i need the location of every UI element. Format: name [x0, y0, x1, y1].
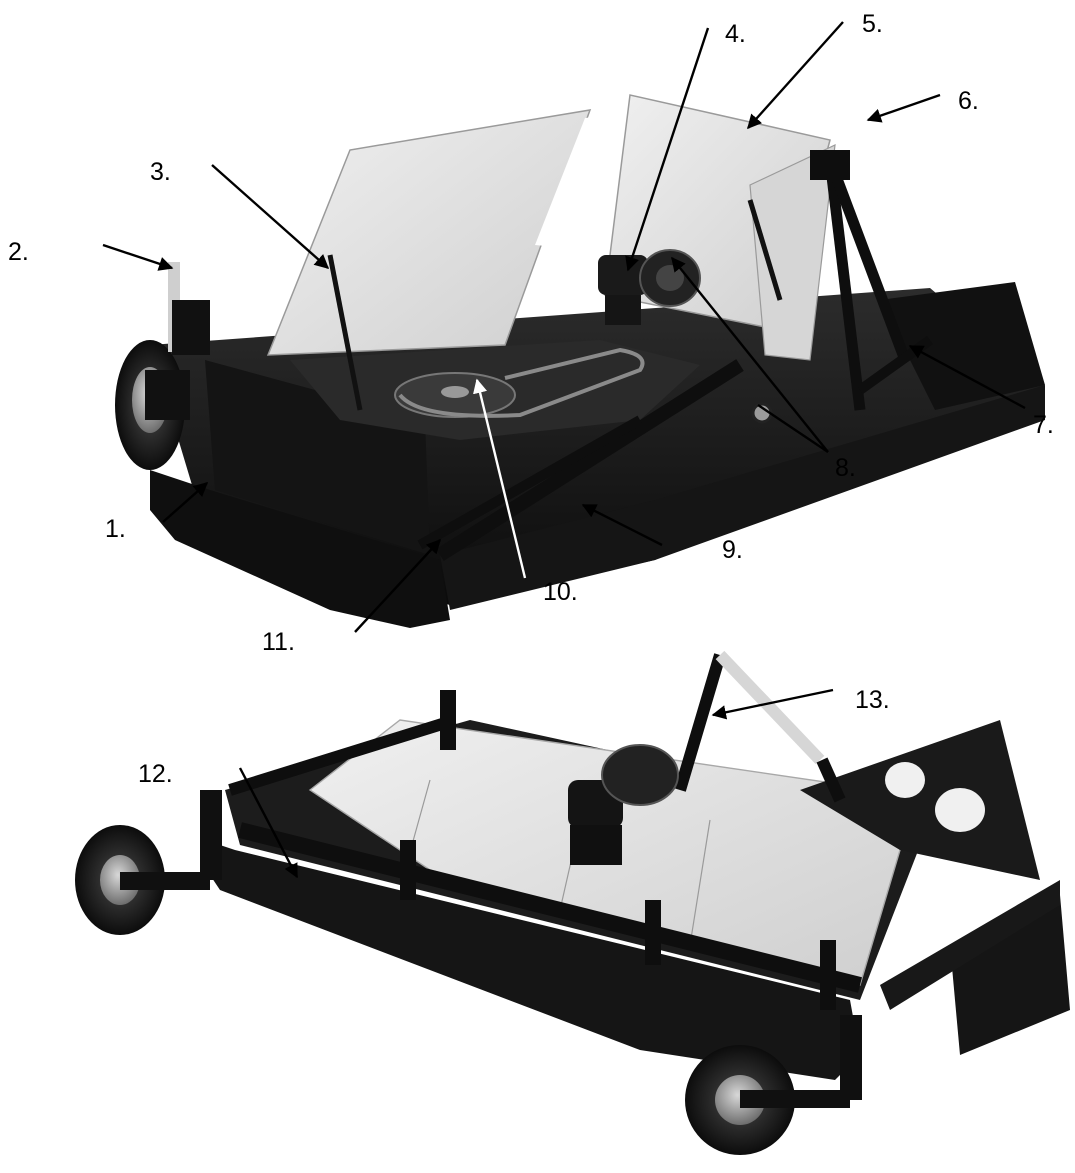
back-rail [228, 714, 457, 796]
callout-label-3: 3. [150, 158, 171, 186]
leader-4 [625, 27, 710, 272]
rail-brackets [400, 840, 836, 1010]
leader-6 [866, 93, 941, 123]
mower-bottom-view [75, 650, 1070, 1155]
mower-top-view [115, 94, 1045, 628]
leader-7 [908, 344, 1026, 410]
right-cover-side [749, 143, 836, 361]
leader-10 [473, 378, 527, 579]
bottom-left-wheel [75, 790, 222, 935]
leader-13 [711, 688, 834, 720]
pull-arm [436, 359, 744, 561]
leader-8a [671, 256, 829, 453]
callout-label-1: 1. [105, 515, 126, 543]
top-left-wheel [115, 262, 210, 470]
right-gas-strut [747, 199, 783, 301]
left-cover-open [266, 109, 592, 356]
interior-highlight-1 [935, 788, 985, 832]
callout-label-6: 6. [958, 87, 979, 115]
callout-label-5: 5. [862, 10, 883, 38]
interior-highlight-2 [885, 762, 925, 798]
bottom-skirt-belting [200, 840, 860, 1080]
left-gas-strut [327, 254, 363, 411]
front-skid [150, 470, 450, 628]
callout-label-10: 10. [543, 578, 578, 606]
callout-label-13: 13. [855, 686, 890, 714]
callout-label-2: 2. [8, 238, 29, 266]
leader-11 [354, 538, 441, 633]
front-rail [238, 822, 862, 993]
callout-labels: 1. 2. 3. 4. 5. 6. 7. 8. 9. 10. 11. 12. 1… [8, 10, 1054, 788]
callout-label-8: 8. [835, 454, 856, 482]
callout-label-7: 7. [1033, 411, 1054, 439]
drive-belt [398, 347, 645, 418]
bottom-right-wheel [685, 1015, 862, 1155]
leader-5 [747, 21, 844, 130]
bottom-three-point-hitch [674, 650, 846, 803]
cover-cutout [535, 115, 612, 248]
leader-3 [211, 164, 330, 269]
right-end-rail [880, 880, 1060, 1010]
leader-8b [757, 404, 829, 453]
callout-label-9: 9. [722, 536, 743, 564]
right-interior [800, 720, 1040, 880]
leader-1 [162, 482, 209, 523]
pulley-hub [441, 386, 469, 398]
brace-arm [417, 415, 643, 550]
back-rail-post [440, 690, 456, 750]
bottom-gearbox [568, 744, 679, 865]
leader-12 [238, 767, 299, 879]
callout-leaders [102, 21, 1026, 879]
leader-2 [102, 243, 174, 271]
leader-9 [581, 503, 663, 547]
right-skirt [880, 282, 1045, 410]
callout-label-12: 12. [138, 760, 173, 788]
front-shield [440, 385, 1045, 610]
callout-label-4: 4. [725, 20, 746, 48]
callout-label-11: 11. [262, 628, 295, 656]
